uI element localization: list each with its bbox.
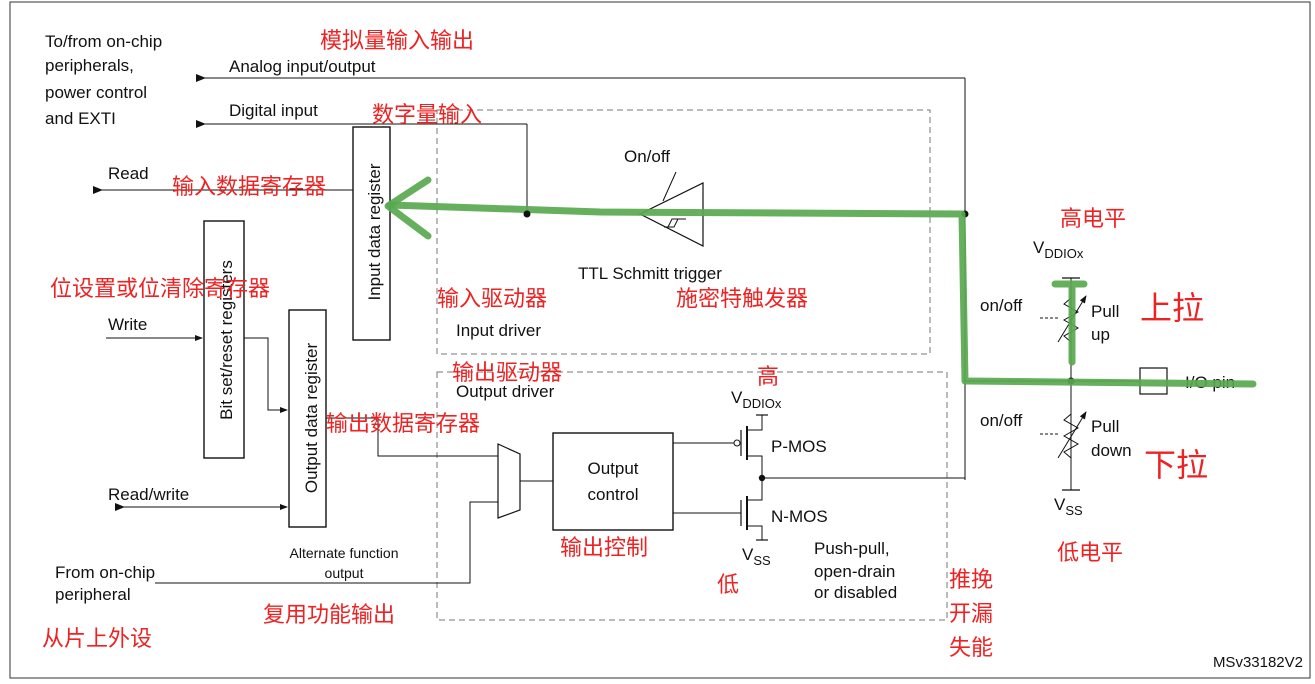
on-chip-label-1: To/from on-chip [45, 32, 162, 51]
zh-input-data-reg: 输入数据寄存器 [172, 175, 326, 200]
pmos-gate-bubble [733, 439, 741, 447]
zh-high-small: 高 [757, 365, 779, 390]
zh-mode-1: 推挽 [949, 568, 993, 593]
odr-to-mux-wire [326, 417, 498, 457]
pmos-label: P-MOS [771, 437, 827, 456]
on-chip-label-4: and EXTI [45, 109, 116, 128]
from-chip-label-2: peripheral [55, 585, 131, 604]
alt-function-label-2: output [325, 565, 364, 581]
vddiox-pullup-label: VDDIOx [1033, 238, 1084, 261]
output-driver-label: Output driver [456, 382, 555, 401]
zh-digital: 数字量输入 [372, 103, 482, 128]
pull-up-label-2: up [1091, 325, 1110, 344]
output-control-block [552, 432, 674, 531]
zh-analog: 模拟量输入输出 [320, 29, 474, 54]
from-chip-label-1: From on-chip [55, 563, 155, 582]
on-chip-label-2: peripherals, [45, 56, 134, 75]
pull-up-label-1: Pull [1091, 302, 1119, 321]
input-driver-label: Input driver [456, 321, 541, 340]
pull-up-resistor [1062, 297, 1080, 343]
pull-down-variable-arrow [1057, 411, 1087, 459]
highlight-arrowhead [384, 176, 432, 240]
zh-input-driver: 输入驱动器 [437, 287, 547, 312]
zh-bit-set-reset: 位设置或位清除寄存器 [50, 277, 270, 302]
output-control-label-1: Output [587, 459, 638, 478]
vss-pulldown-label: VSS [1054, 495, 1083, 518]
schmitt-label: TTL Schmitt trigger [578, 264, 722, 283]
nmos-label: N-MOS [771, 507, 828, 526]
input-data-register-label: Input data register [365, 163, 384, 300]
zh-low-level: 低电平 [1057, 541, 1123, 566]
pmos-terminals [747, 415, 763, 476]
bsrr-to-odr-wire [244, 337, 288, 413]
vddiox-output-label: VDDIOx [731, 388, 782, 411]
pull-down-label-2: down [1091, 441, 1132, 460]
alt-function-wire [155, 501, 498, 584]
output-data-register-label: Output data register [302, 343, 321, 494]
bit-set-reset-label: Bit set/reset registers [217, 260, 236, 420]
schmitt-hysteresis-icon [664, 218, 686, 228]
bit-set-reset-register [203, 220, 245, 459]
figure-id: MSv33182V2 [1213, 654, 1303, 671]
zh-output-driver: 输出驱动器 [452, 361, 562, 386]
nmos-terminals [747, 476, 763, 540]
mode-label-3: or disabled [814, 583, 897, 602]
on-off-label: On/off [624, 147, 670, 166]
zh-output-control: 输出控制 [560, 536, 648, 561]
diagram-frame [9, 1, 1311, 679]
output-multiplexer [497, 443, 521, 519]
output-control-label-2: control [587, 485, 638, 504]
analog-label: Analog input/output [229, 57, 376, 76]
zh-low-small: 低 [717, 573, 739, 598]
input-branch-node [523, 210, 531, 218]
on-off-pulldown-label: on/off [980, 411, 1023, 430]
zh-from-peripheral: 从片上外设 [42, 627, 152, 652]
zh-alt-output: 复用功能输出 [263, 603, 395, 628]
output-data-register [288, 309, 327, 528]
mode-label-1: Push-pull, [814, 539, 890, 558]
zh-mode-3: 失能 [949, 636, 993, 661]
zh-pull-down: 下拉 [1144, 446, 1208, 484]
read-write-label: Read/write [108, 485, 189, 504]
input-driver-box [436, 109, 931, 355]
on-off-pullup-label: on/off [980, 296, 1023, 315]
mode-label-2: open-drain [814, 562, 895, 581]
zh-schmitt: 施密特触发器 [676, 287, 808, 312]
zh-pull-up: 上拉 [1140, 289, 1204, 327]
highlight-input-path [386, 201, 1257, 388]
input-data-register [352, 126, 391, 341]
on-off-control-wire [662, 171, 677, 202]
zh-high-level: 高电平 [1060, 207, 1126, 232]
pull-down-resistor [1062, 413, 1080, 459]
highlight-pullup-mark [1051, 280, 1088, 366]
output-driver-box [436, 371, 948, 621]
read-label: Read [108, 164, 149, 183]
alt-function-label-1: Alternate function [290, 545, 399, 561]
digital-label: Digital input [229, 101, 318, 120]
on-chip-label-3: power control [45, 83, 147, 102]
pull-down-label-1: Pull [1091, 417, 1119, 436]
zh-output-data-reg: 输出数据寄存器 [326, 412, 480, 437]
write-label: Write [108, 315, 147, 334]
zh-mode-2: 开漏 [949, 602, 993, 627]
vss-output-label: VSS [742, 545, 771, 568]
